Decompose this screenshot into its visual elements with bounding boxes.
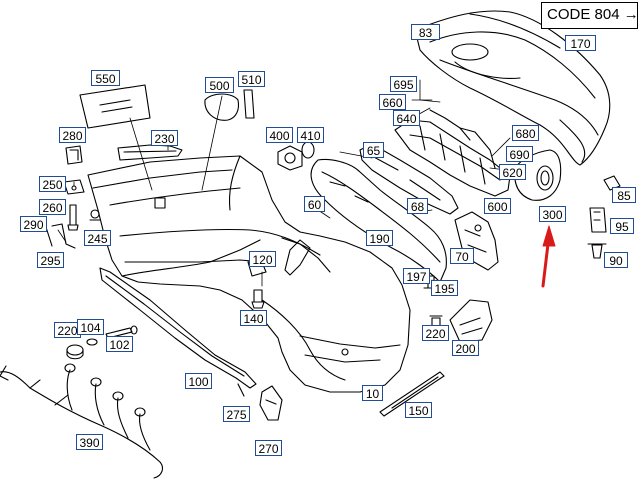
callout-70[interactable]: 70	[450, 248, 474, 264]
callout-90[interactable]: 90	[604, 252, 628, 268]
callout-170[interactable]: 170	[565, 35, 596, 51]
callout-620[interactable]: 620	[499, 164, 526, 180]
callout-190[interactable]: 190	[366, 230, 393, 246]
callout-500[interactable]: 500	[205, 77, 234, 93]
part-190-middle-panel	[310, 158, 447, 283]
callout-245[interactable]: 245	[84, 230, 111, 246]
part-275-270-bracket	[237, 383, 283, 421]
part-170-upper-cover	[414, 10, 611, 166]
callout-65[interactable]: 65	[363, 142, 384, 158]
callout-280[interactable]: 280	[59, 127, 86, 143]
part-390-wire-harness	[0, 363, 163, 479]
callout-95[interactable]: 95	[610, 218, 634, 234]
callout-690[interactable]: 690	[506, 146, 533, 162]
part-hardware-left	[44, 179, 101, 249]
callout-100[interactable]: 100	[185, 373, 212, 389]
callout-680[interactable]: 680	[512, 125, 539, 141]
callout-197[interactable]: 197	[403, 268, 430, 284]
code-label: CODE 804 →	[541, 2, 638, 29]
part-600-bracket	[394, 109, 511, 197]
part-100-lower-trim	[99, 267, 257, 389]
callout-83[interactable]: 83	[411, 24, 440, 40]
callout-10[interactable]: 10	[362, 385, 383, 401]
leader-lines	[57, 79, 511, 331]
callout-260[interactable]: 260	[39, 199, 66, 215]
callout-275[interactable]: 275	[223, 406, 250, 422]
part-150-strip	[379, 371, 445, 417]
part-300-tailpipe-trim	[514, 149, 562, 201]
part-280-clip	[65, 145, 83, 165]
callout-400[interactable]: 400	[266, 127, 293, 143]
code-text: CODE 804	[547, 6, 620, 23]
callout-68[interactable]: 68	[407, 198, 428, 214]
callout-295[interactable]: 295	[37, 252, 64, 268]
callout-510[interactable]: 510	[238, 71, 265, 87]
callout-600[interactable]: 600	[484, 198, 511, 214]
callout-85[interactable]: 85	[612, 187, 636, 203]
callout-102[interactable]: 102	[106, 336, 133, 352]
part-main-bumper-cover	[87, 155, 411, 393]
callout-640[interactable]: 640	[393, 110, 420, 126]
callout-230[interactable]: 230	[151, 130, 178, 146]
callout-60[interactable]: 60	[304, 196, 325, 212]
part-65-absorber	[359, 143, 459, 215]
callout-250[interactable]: 250	[39, 176, 66, 192]
callout-410[interactable]: 410	[297, 127, 324, 143]
part-550-plate	[79, 84, 151, 129]
callout-550[interactable]: 550	[91, 70, 120, 86]
part-400-410-sensors	[277, 141, 315, 171]
callout-120[interactable]: 120	[249, 251, 276, 267]
callout-290[interactable]: 290	[20, 216, 47, 232]
part-hardware-right	[587, 175, 621, 259]
code-arrow-icon: →	[623, 6, 638, 23]
callout-390[interactable]: 390	[76, 434, 103, 450]
callout-270[interactable]: 270	[255, 440, 282, 456]
callout-150[interactable]: 150	[405, 402, 432, 418]
highlight-arrow	[541, 225, 556, 288]
part-hardware-center	[247, 239, 311, 309]
callout-695[interactable]: 695	[390, 76, 417, 92]
callout-220-right[interactable]: 220	[422, 325, 449, 341]
callout-300[interactable]: 300	[539, 206, 566, 222]
part-500-flap	[204, 89, 255, 121]
callout-200[interactable]: 200	[452, 340, 479, 356]
callout-660[interactable]: 660	[379, 94, 406, 110]
callout-140[interactable]: 140	[240, 310, 267, 326]
part-200-side-bracket	[449, 299, 493, 343]
part-230-rail	[117, 144, 183, 161]
callout-195[interactable]: 195	[431, 280, 458, 296]
callout-104[interactable]: 104	[77, 319, 104, 335]
